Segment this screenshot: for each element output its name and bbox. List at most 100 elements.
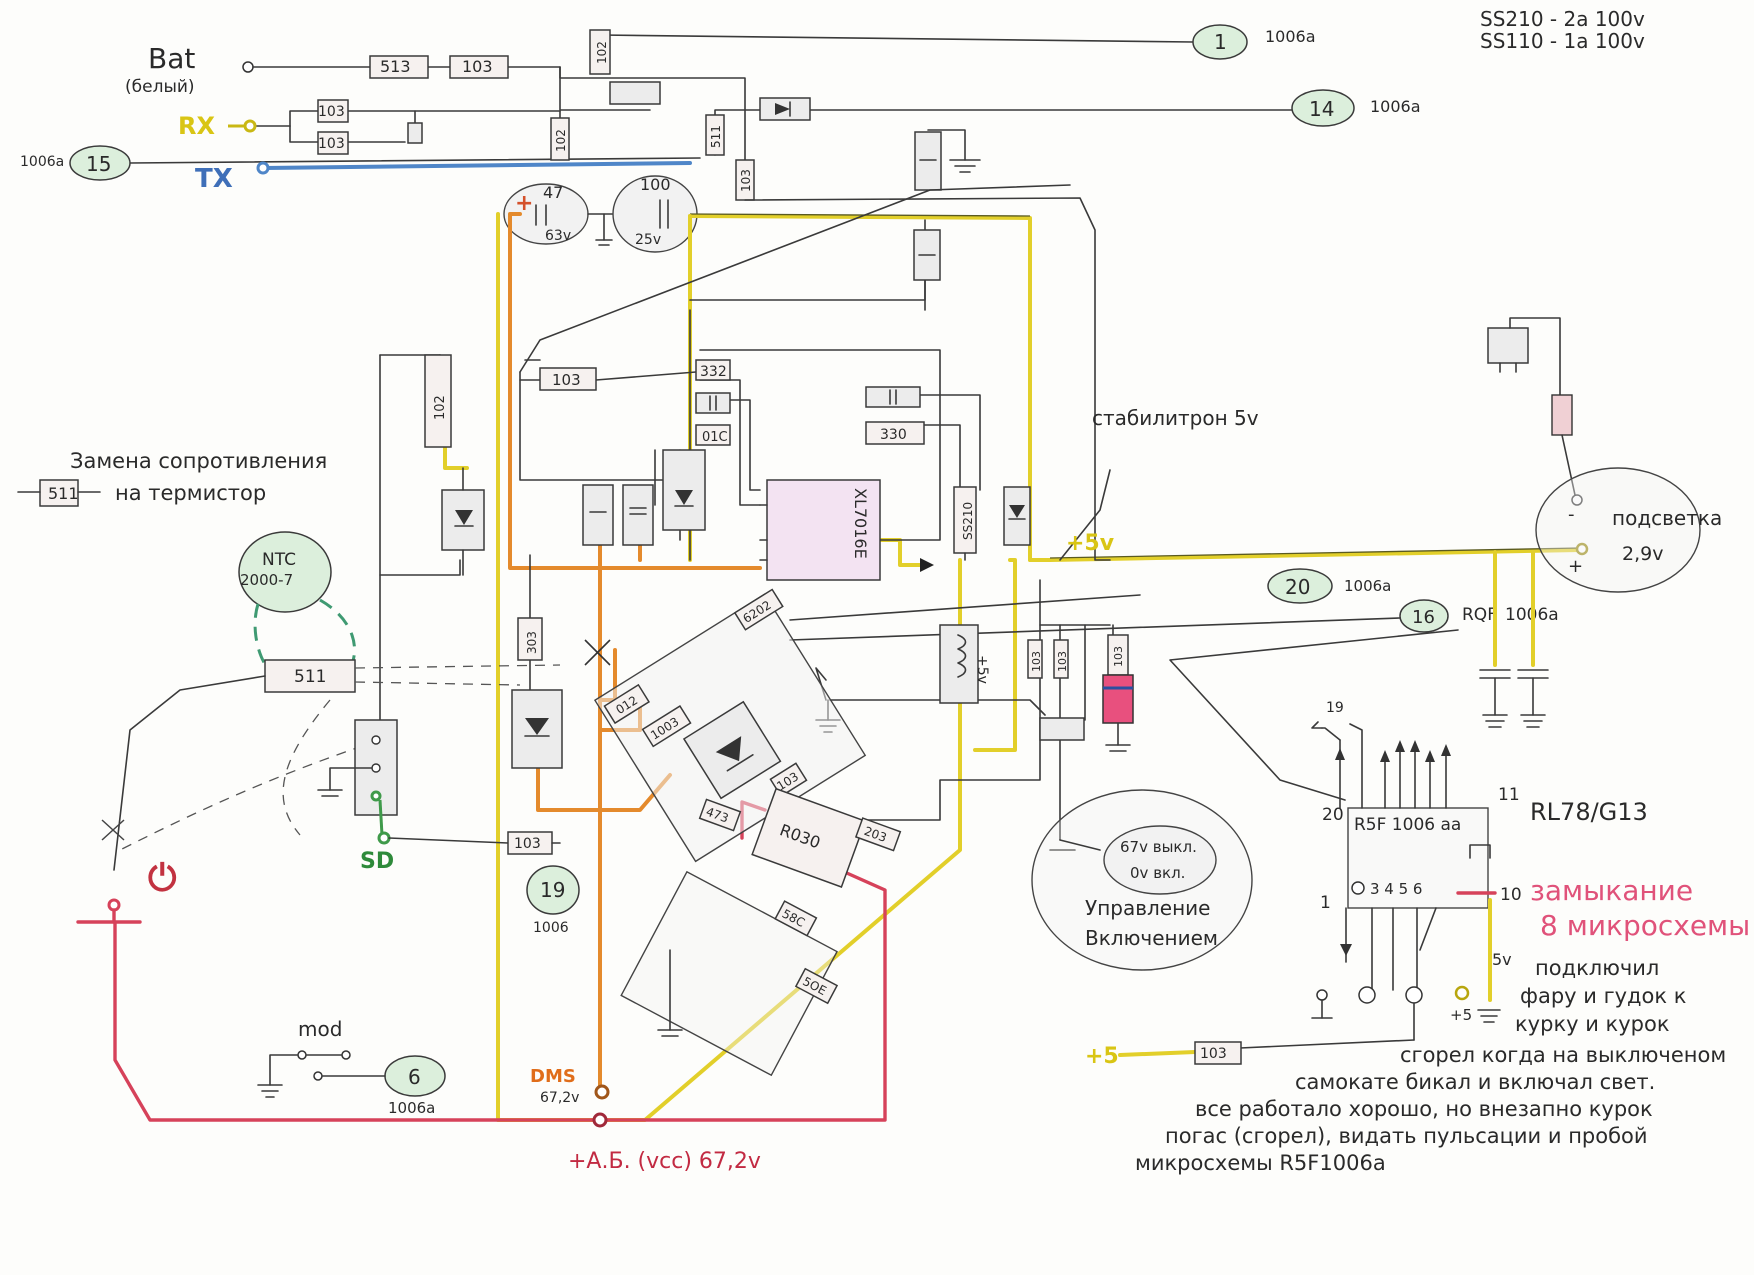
svg-text:332: 332 xyxy=(700,364,727,380)
resistor-103-c-label: 103 xyxy=(318,136,345,152)
resistor-102-a-label: 102 xyxy=(595,41,609,64)
pin-10: 10 xyxy=(1500,885,1522,905)
svg-text:+5v: +5v xyxy=(974,655,990,684)
label-ctrl-on: 0v вкл. xyxy=(1130,864,1185,882)
label-rx: RX xyxy=(178,112,215,140)
label-resistor-swap-1: Замена сопротивления xyxy=(70,449,327,473)
label-backlight-v: 2,9v xyxy=(1622,543,1663,565)
story-line-2: фару и гудок к xyxy=(1520,984,1686,1008)
pin-1: 1 xyxy=(1320,893,1331,913)
resistor-102-b-label: 102 xyxy=(554,129,568,152)
svg-text:01C: 01C xyxy=(702,430,728,445)
story-note: подключил фару и гудок к курку и курок с… xyxy=(1135,956,1726,1175)
capacitor-mid-a xyxy=(695,392,731,414)
resistor-103-h xyxy=(769,762,808,798)
tag-6: 6 1006a xyxy=(384,1055,446,1117)
stabilitron-diode xyxy=(1003,486,1031,546)
svg-text:SS210: SS210 xyxy=(961,502,975,540)
capacitor-row-a xyxy=(582,484,614,546)
wire-yellow-xl-out xyxy=(878,538,922,567)
resistor-513 xyxy=(369,55,429,79)
mcu-pin-arrows xyxy=(1239,721,1501,1049)
mcu-label: R5F 1006 aa xyxy=(1354,815,1461,835)
tag-16: 16 xyxy=(1399,599,1449,633)
chip-xl7016e-label: XL7016E xyxy=(851,488,870,559)
resistor-102-c xyxy=(424,354,452,448)
resistor-103-c xyxy=(317,131,349,155)
svg-text:103: 103 xyxy=(1056,651,1069,672)
chip-xl7016e xyxy=(766,479,881,581)
svg-text:1006a: 1006a xyxy=(1265,27,1316,46)
cap-100-volt: 25v xyxy=(635,232,661,248)
wire-yellow-102 xyxy=(443,444,469,470)
label-stabilitron: стабилитрон 5v xyxy=(1092,406,1259,430)
cap-47-label: 47 xyxy=(543,183,563,202)
resistor-303 xyxy=(517,617,543,661)
story-line-5: самокате бикал и включал свет. xyxy=(1295,1070,1655,1094)
label-dms: DMS xyxy=(530,1066,576,1087)
resistor-103-f xyxy=(1027,639,1043,679)
svg-text:14: 14 xyxy=(1309,97,1334,121)
resistor-103-mcu xyxy=(1194,1041,1242,1065)
resistor-511-a-label: 511 xyxy=(709,125,723,148)
label-backlight: подсветка xyxy=(1612,506,1722,530)
svg-text:103: 103 xyxy=(1030,651,1043,672)
label-sd: SD xyxy=(360,849,394,874)
resistor-103-b xyxy=(317,99,349,123)
resistor-58c xyxy=(774,900,818,937)
resistor-332 xyxy=(695,359,731,381)
label-short-1: замыкание xyxy=(1530,874,1693,907)
resistor-1005 xyxy=(1053,639,1069,679)
wire-orange-vin xyxy=(508,212,762,570)
svg-text:1: 1 xyxy=(1214,30,1227,54)
story-line-4: сгорел когда на выключеном xyxy=(1400,1043,1726,1067)
label-plus: + xyxy=(1568,556,1583,577)
capacitor-mid-b xyxy=(865,386,921,408)
svg-text:1006: 1006 xyxy=(533,920,569,936)
svg-text:6: 6 xyxy=(408,1065,421,1089)
svg-text:1006a: 1006a xyxy=(1344,577,1391,595)
diode-top-symbol xyxy=(775,103,790,115)
label-resistor-swap-2: на термистор xyxy=(115,481,266,505)
label-5v: 5v xyxy=(1492,950,1512,969)
shunt-r030: R030 xyxy=(751,787,867,888)
resistor-511-b xyxy=(264,659,356,693)
note-ss110: SS110 - 1a 100v xyxy=(1480,29,1645,53)
story-line-8: микросхемы R5F1006a xyxy=(1135,1151,1386,1175)
label-short-2: 8 микросхемы xyxy=(1540,909,1750,942)
mcu-family: RL78/G13 xyxy=(1530,798,1648,826)
note-ss210: SS210 - 2a 100v xyxy=(1480,7,1645,31)
wire-yellow-coil-return xyxy=(973,558,1017,752)
component-top-box xyxy=(609,81,661,105)
wire-yellow-top xyxy=(688,214,1032,562)
label-plus5-small: +5 xyxy=(1450,1006,1472,1024)
story-line-6: все работало хорошо, но внезапно курок xyxy=(1195,1097,1653,1121)
label-plus5: +5 xyxy=(1085,1044,1119,1069)
resistor-103-a-label: 103 xyxy=(462,57,493,76)
capacitor-row-b xyxy=(622,484,654,546)
svg-text:+: + xyxy=(515,191,533,216)
svg-text:16: 16 xyxy=(1412,607,1435,628)
svg-text:NTC: NTC xyxy=(262,550,296,570)
label-tx: TX xyxy=(195,164,233,194)
pin-20: 20 xyxy=(1322,805,1344,825)
lower-component-box: 58C 5OE xyxy=(620,870,839,1077)
wire-5v-rail xyxy=(1028,548,1582,562)
pin-row: 3 4 5 6 xyxy=(1370,880,1422,898)
led-pink xyxy=(1102,674,1134,724)
power-stage-group: 012 1003 6202 103 xyxy=(593,588,867,863)
svg-text:1006a: 1006a xyxy=(20,154,64,170)
pin-19: 19 xyxy=(1326,700,1344,716)
label-vcc: +А.Б. (vcc) 67,2v xyxy=(568,1149,761,1174)
resistor-5oe xyxy=(794,967,839,1005)
rx-pad xyxy=(243,119,257,133)
resistor-01c xyxy=(695,424,731,446)
backlight-section xyxy=(1487,317,1701,593)
tag-14: 14 1006a xyxy=(1291,89,1421,127)
svg-text:103: 103 xyxy=(552,371,581,389)
label-bat: Bat xyxy=(148,42,195,75)
tag-20: 20 1006a xyxy=(1267,568,1391,604)
ntc-thermistor xyxy=(238,531,332,613)
svg-text:102: 102 xyxy=(433,395,448,420)
